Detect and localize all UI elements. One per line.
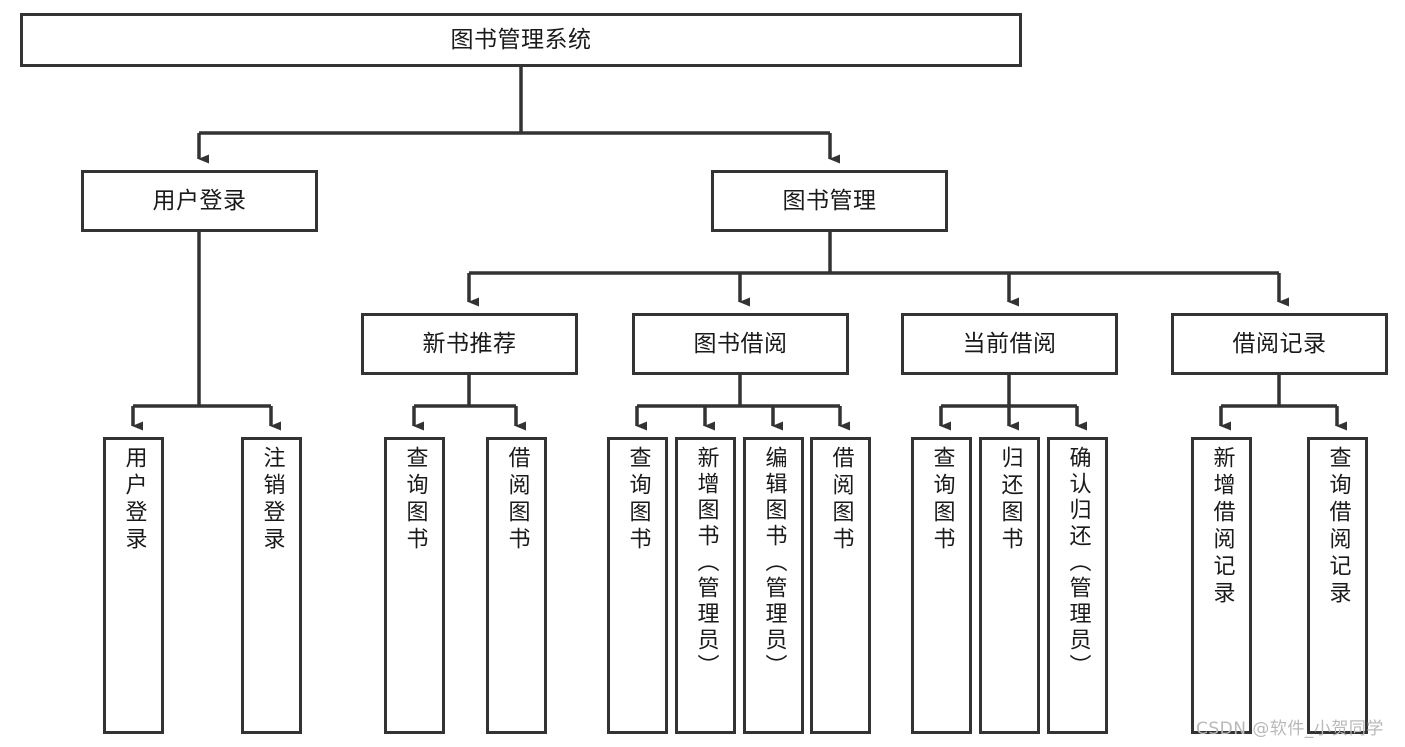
node-current-borrow[interactable]: 当前借阅: [901, 313, 1118, 375]
node-leaf-borrow-book-recommend[interactable]: 借阅图书: [486, 437, 547, 734]
node-leaf-query-borrow-record[interactable]: 查询借阅记录: [1307, 437, 1368, 734]
node-label: 新增图书（管理员）: [693, 446, 719, 680]
node-label: 确认归还（管理员）: [1065, 446, 1091, 680]
node-label: 查询图书: [402, 446, 428, 554]
node-label: 图书管理系统: [450, 26, 592, 53]
node-label: 借阅图书: [828, 446, 854, 554]
node-label: 查询图书: [625, 446, 651, 554]
node-label: 新书推荐: [422, 330, 517, 357]
node-leaf-edit-book-admin[interactable]: 编辑图书（管理员）: [743, 437, 804, 734]
node-leaf-borrow-book-borrow[interactable]: 借阅图书: [810, 437, 871, 734]
node-book-manage[interactable]: 图书管理: [711, 170, 948, 232]
node-label: 借阅记录: [1232, 330, 1327, 357]
node-label: 图书管理: [782, 187, 877, 214]
node-leaf-query-book-recommend[interactable]: 查询图书: [384, 437, 445, 734]
node-leaf-query-book-current[interactable]: 查询图书: [911, 437, 972, 734]
node-label: 编辑图书（管理员）: [761, 446, 787, 680]
node-book-borrow[interactable]: 图书借阅: [632, 313, 849, 375]
node-borrow-record[interactable]: 借阅记录: [1171, 313, 1388, 375]
node-user-login[interactable]: 用户登录: [81, 170, 318, 232]
node-leaf-add-book-admin[interactable]: 新增图书（管理员）: [675, 437, 736, 734]
node-root-system[interactable]: 图书管理系统: [20, 13, 1022, 67]
node-leaf-query-book-borrow[interactable]: 查询图书: [607, 437, 668, 734]
node-leaf-confirm-return-admin[interactable]: 确认归还（管理员）: [1047, 437, 1108, 734]
node-label: 注销登录: [259, 446, 285, 554]
node-label: 查询借阅记录: [1325, 446, 1351, 608]
node-label: 归还图书: [997, 446, 1023, 554]
watermark-text: CSDN @软件_小贺同学: [1196, 719, 1384, 739]
node-new-book-recommend[interactable]: 新书推荐: [361, 313, 578, 375]
node-label: 用户登录: [152, 187, 247, 214]
node-leaf-add-borrow-record[interactable]: 新增借阅记录: [1191, 437, 1252, 734]
node-label: 借阅图书: [504, 446, 530, 554]
node-label: 新增借阅记录: [1209, 446, 1235, 608]
node-label: 查询图书: [929, 446, 955, 554]
node-leaf-user-logout[interactable]: 注销登录: [241, 437, 302, 734]
node-label: 用户登录: [121, 446, 147, 554]
node-leaf-user-login[interactable]: 用户登录: [103, 437, 164, 734]
node-label: 当前借阅: [962, 330, 1057, 357]
node-label: 图书借阅: [693, 330, 788, 357]
node-leaf-return-book[interactable]: 归还图书: [979, 437, 1040, 734]
